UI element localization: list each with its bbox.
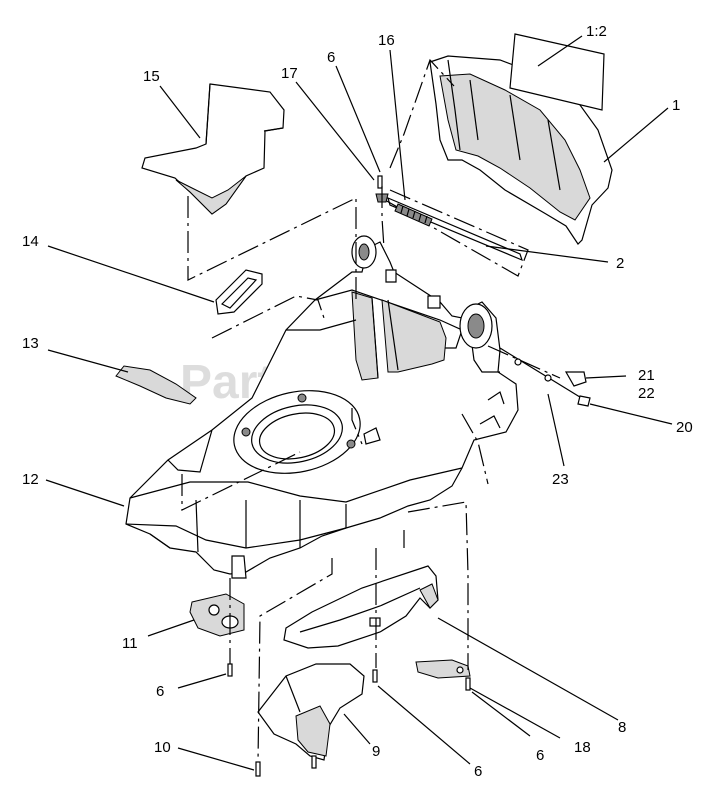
callout-labels: 15 17 6 16 1:2 1 14 2 13 21 22 20 23 12 … xyxy=(22,23,693,780)
callout-9: 9 xyxy=(372,743,380,760)
callout-2: 2 xyxy=(616,255,624,272)
callout-13: 13 xyxy=(22,335,39,352)
callout-11: 11 xyxy=(122,635,138,652)
part-9-side-chute xyxy=(257,663,365,761)
callout-6-top: 6 xyxy=(327,49,335,66)
part-20-23-axle-assembly xyxy=(487,345,591,407)
callout-20: 20 xyxy=(676,419,693,436)
callout-6-bottom: 6 xyxy=(474,763,482,780)
callout-1: 1 xyxy=(672,97,680,114)
callout-6-left: 6 xyxy=(156,683,164,700)
assembly-centerlines xyxy=(181,58,489,763)
callout-8: 8 xyxy=(618,719,626,736)
callout-17: 17 xyxy=(281,65,298,82)
part-6-screw-top xyxy=(377,175,383,189)
callout-22: 22 xyxy=(638,385,655,402)
callout-15: 15 xyxy=(143,68,160,85)
part-18-plate xyxy=(415,659,471,679)
callout-16: 16 xyxy=(378,32,395,49)
part-8-deflector xyxy=(283,565,439,649)
callout-18: 18 xyxy=(574,739,591,756)
callout-10: 10 xyxy=(154,739,171,756)
part-1-cover xyxy=(429,55,613,245)
part-1-2-label xyxy=(509,33,605,111)
callout-12: 12 xyxy=(22,471,39,488)
callout-6-right: 6 xyxy=(536,747,544,764)
part-16-spring xyxy=(394,203,433,227)
part-14-gasket xyxy=(215,269,263,315)
callout-23: 23 xyxy=(552,471,569,488)
leader-lines xyxy=(45,35,673,771)
callout-14: 14 xyxy=(22,233,39,250)
part-11-bracket xyxy=(189,593,245,637)
part-15-rear-baffle xyxy=(141,83,285,215)
callout-1-2: 1:2 xyxy=(586,23,607,40)
part-2-rod xyxy=(384,189,529,277)
part-12-deck-housing xyxy=(125,235,519,579)
part-13-insert xyxy=(115,365,197,405)
callout-21: 21 xyxy=(638,367,655,384)
